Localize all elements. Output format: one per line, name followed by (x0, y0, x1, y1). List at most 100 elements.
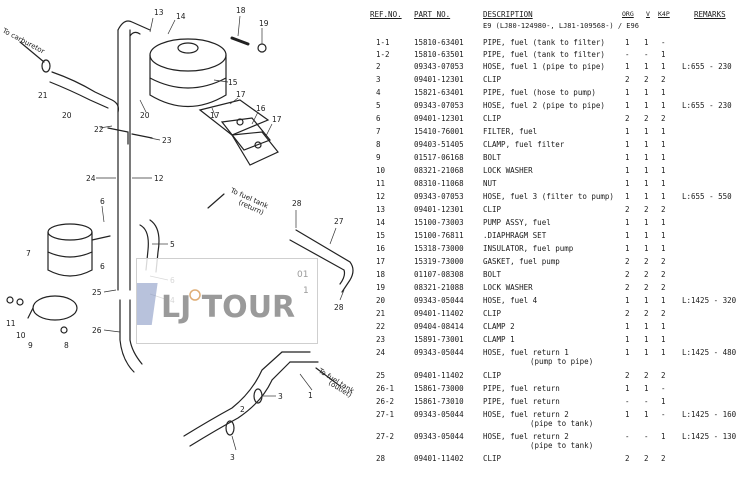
row-qty-v: 1 (644, 322, 649, 331)
row-part-no: 15410-76001 (414, 127, 464, 136)
row-qty-org: - (625, 50, 630, 59)
row-qty-k4p: 1 (661, 140, 666, 149)
row-part-no: 01107-08308 (414, 270, 464, 279)
row-qty-k4p: 1 (661, 348, 666, 357)
row-part-no: 09343-07053 (414, 101, 464, 110)
row-ref: 15 (376, 231, 386, 240)
row-ref: 3 (376, 75, 381, 84)
row-remarks: L:655 - 230 (682, 101, 732, 110)
row-ref: 1-2 (376, 50, 390, 59)
row-description: GASKET, fuel pump (483, 257, 560, 266)
row-qty-org: 1 (625, 384, 630, 393)
row-qty-org: 2 (625, 283, 630, 292)
row-qty-k4p: 1 (661, 62, 666, 71)
row-qty-v: 1 (644, 244, 649, 253)
callout-14: 14 (176, 12, 186, 21)
row-qty-v: 1 (644, 62, 649, 71)
carburetor-arrow (19, 41, 45, 63)
row-part-no: 09401-11402 (414, 309, 464, 318)
row-description: HOSE, fuel 3 (filter to pump) (483, 192, 614, 201)
row-qty-k4p: - (661, 38, 666, 47)
parts-list: REF.NO. PART NO. DESCRIPTION ORG V K4P R… (370, 10, 750, 480)
row-description: CLAMP, fuel filter (483, 140, 565, 149)
row-qty-v: 1 (644, 410, 649, 419)
row-qty-k4p: 1 (661, 335, 666, 344)
row-description: CLIP (483, 309, 502, 318)
row-qty-v: 2 (644, 270, 649, 279)
row-ref: 22 (376, 322, 386, 331)
callout-3a: 3 (278, 392, 283, 401)
row-qty-org: 1 (625, 322, 630, 331)
row-description: PUMP ASSY, fuel (483, 218, 551, 227)
to-carburetor-note: To carburetor (0, 26, 46, 55)
lj-tour-watermark: LJ TOUR 01 1 (136, 258, 318, 344)
header-desc: DESCRIPTION (483, 10, 533, 19)
row-part-no: 09401-11402 (414, 371, 464, 380)
row-qty-org: 1 (625, 335, 630, 344)
header-ref: REF.NO. (370, 10, 402, 19)
row-remarks: L:655 - 550 (682, 192, 732, 201)
callout-6b: 6 (100, 262, 105, 271)
row-qty-org: 1 (625, 296, 630, 305)
row-part-no: 09343-05044 (414, 410, 464, 419)
row-description: HOSE, fuel return 2 (483, 432, 569, 441)
row-part-no: 09404-08414 (414, 322, 464, 331)
callout-17c: 17 (210, 111, 220, 120)
row-description: CLIP (483, 114, 502, 123)
callout-28b: 28 (334, 303, 344, 312)
row-qty-v: 2 (644, 371, 649, 380)
row-part-no: 15821-63401 (414, 88, 464, 97)
row-description: LOCK WASHER (483, 283, 533, 292)
row-description: PIPE, fuel (hose to pump) (483, 88, 596, 97)
row-qty-org: 1 (625, 192, 630, 201)
row-qty-org: 2 (625, 257, 630, 266)
row-remarks: L:1425 - 320 (682, 296, 737, 305)
row-qty-k4p: 2 (661, 270, 666, 279)
row-qty-org: 2 (625, 309, 630, 318)
row-qty-org: 2 (625, 454, 630, 463)
row-qty-k4p: 2 (661, 371, 666, 380)
row-qty-org: 2 (625, 75, 630, 84)
row-part-no: 09401-12301 (414, 114, 464, 123)
callout-16: 16 (256, 104, 266, 113)
row-qty-v: 1 (644, 153, 649, 162)
row-part-no: 09401-12301 (414, 205, 464, 214)
row-part-no: 15861-73000 (414, 384, 464, 393)
row-qty-k4p: 2 (661, 283, 666, 292)
row-qty-v: 1 (644, 348, 649, 357)
row-qty-k4p: 1 (661, 296, 666, 305)
row-qty-v: 2 (644, 283, 649, 292)
row-ref: 2 (376, 62, 381, 71)
row-description: PIPE, fuel (tank to filter) (483, 50, 605, 59)
row-qty-k4p: 1 (661, 218, 666, 227)
row-ref: 18 (376, 270, 386, 279)
callout-26: 26 (92, 326, 102, 335)
row-ref: 26-2 (376, 397, 395, 406)
row-ref: 10 (376, 166, 386, 175)
row-qty-org: 1 (625, 153, 630, 162)
row-qty-v: 2 (644, 454, 649, 463)
row-part-no: 15861-73010 (414, 397, 464, 406)
row-qty-k4p: 1 (661, 166, 666, 175)
row-ref: 27-1 (376, 410, 395, 419)
row-ref: 14 (376, 218, 386, 227)
row-qty-v: 1 (644, 166, 649, 175)
row-qty-org: 1 (625, 88, 630, 97)
row-qty-k4p: 1 (661, 432, 666, 441)
row-qty-k4p: 1 (661, 101, 666, 110)
row-ref: 4 (376, 88, 381, 97)
row-qty-k4p: 2 (661, 114, 666, 123)
callout-17a: 17 (236, 90, 246, 99)
row-qty-org: 1 (625, 179, 630, 188)
row-part-no: 15891-73001 (414, 335, 464, 344)
row-qty-org: 2 (625, 205, 630, 214)
callout-21: 21 (38, 91, 48, 100)
table-subheader: E9 (LJ80-124980-, LJ81-109568-) / E96 (483, 22, 639, 30)
row-ref: 6 (376, 114, 381, 123)
row-ref: 13 (376, 205, 386, 214)
row-part-no: 08310-11068 (414, 179, 464, 188)
row-qty-org: 1 (625, 348, 630, 357)
row-remarks: L:1425 - 480 (682, 348, 737, 357)
callout-18: 18 (236, 6, 246, 15)
row-description: CLIP (483, 454, 502, 463)
